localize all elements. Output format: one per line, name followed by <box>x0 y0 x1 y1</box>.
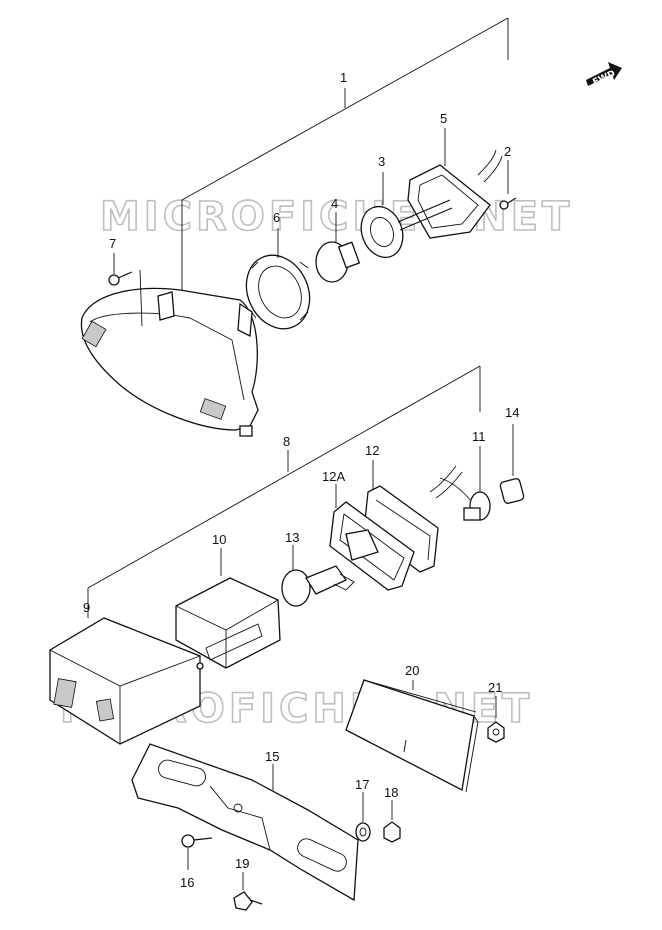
part-11-socket <box>439 446 491 521</box>
part-6-lock-ring <box>245 228 311 330</box>
callout-13: 13 <box>285 530 299 545</box>
assembly-8-leaders <box>87 365 481 618</box>
callout-12: 12 <box>365 443 379 458</box>
part-10-lens-cover <box>175 548 281 669</box>
part-3-socket <box>360 172 453 259</box>
watermark-top: MICROFICHES.NET <box>100 194 573 240</box>
part-20-plate-lens <box>345 679 479 793</box>
part-19-clip <box>233 872 263 911</box>
part-5-socket-gasket <box>407 128 503 239</box>
part-17-washer <box>355 792 371 842</box>
part-4-bulb <box>315 212 361 283</box>
callout-17: 17 <box>355 777 369 792</box>
callout-3: 3 <box>378 154 385 169</box>
callout-12a: 12A <box>322 469 345 484</box>
part-1-lamp-housing <box>80 269 259 437</box>
callout-4: 4 <box>331 196 338 211</box>
callout-19: 19 <box>235 856 249 871</box>
part-18-nut <box>383 800 401 843</box>
callout-5: 5 <box>440 111 447 126</box>
callout-labels: 1 2 3 4 5 6 7 8 9 10 11 12 12A 13 14 15 … <box>83 70 519 890</box>
callout-21: 21 <box>488 680 502 695</box>
part-2-screw <box>499 160 517 210</box>
part-7-screw <box>108 253 133 286</box>
callout-14: 14 <box>505 405 519 420</box>
part-9-lamp-body <box>49 617 204 745</box>
callout-18: 18 <box>384 785 398 800</box>
part-13-bulb <box>281 545 355 607</box>
callout-1: 1 <box>340 70 347 85</box>
callout-10: 10 <box>212 532 226 547</box>
callout-15: 15 <box>265 749 279 764</box>
callout-7: 7 <box>109 236 116 251</box>
assembly-1-leaders <box>181 17 509 290</box>
callout-11: 11 <box>472 429 486 444</box>
forward-arrow-icon: FWD <box>586 62 622 88</box>
part-21-nut <box>487 696 505 743</box>
part-12a-gasket <box>329 484 415 591</box>
callout-20: 20 <box>405 663 419 678</box>
callout-6: 6 <box>273 210 280 225</box>
part-14-grommet <box>499 424 525 504</box>
part-15-bracket <box>131 743 359 902</box>
part-16-bolt <box>181 834 213 870</box>
callout-8: 8 <box>283 434 290 449</box>
callout-2: 2 <box>504 144 511 159</box>
callout-16: 16 <box>180 875 194 890</box>
callout-9: 9 <box>83 600 90 615</box>
